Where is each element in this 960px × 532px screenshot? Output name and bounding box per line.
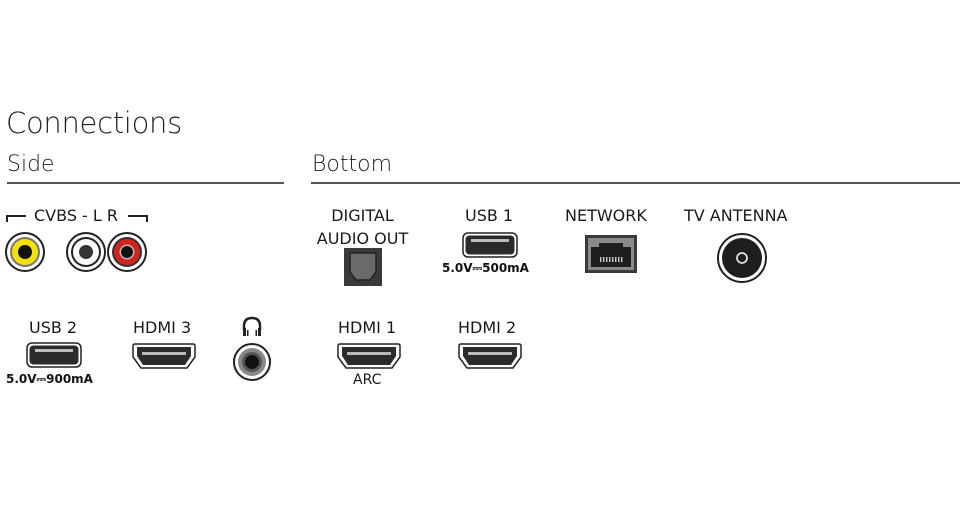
section-heading-side: Side [7, 152, 55, 177]
hdmi3-label: HDMI 3 [133, 318, 192, 337]
cvbs-label-group: CVBS - L R [6, 206, 148, 226]
usb1-label: USB 1 [465, 206, 514, 225]
tv-antenna-label: TV ANTENNA [684, 206, 788, 225]
bottom-divider [311, 182, 960, 184]
headphones-icon [241, 316, 263, 338]
digital-audio-out-port [344, 248, 382, 286]
hdmi2-label: HDMI 2 [458, 318, 517, 337]
usb2-port [26, 342, 82, 368]
audio-jack-icon [233, 343, 271, 381]
ethernet-port-icon [585, 235, 637, 273]
hdmi-port-icon [337, 343, 401, 369]
usb1-spec: 5.0V⎓500mA [442, 261, 529, 275]
hdmi-port-icon [132, 343, 196, 369]
hdmi1-arc-label: ARC [353, 372, 382, 388]
cvbs-video-jack-yellow [5, 232, 45, 272]
hdmi2-port [458, 342, 522, 370]
usb-port-icon [462, 232, 518, 258]
bracket-left [6, 215, 26, 217]
usb-port-icon [26, 342, 82, 368]
network-port [585, 235, 637, 273]
tv-antenna-port [717, 233, 767, 283]
network-label: NETWORK [565, 206, 647, 225]
bracket-left-tick [6, 215, 8, 222]
hdmi3-port [132, 342, 196, 370]
hdmi1-label: HDMI 1 [338, 318, 397, 337]
hdmi-port-icon [458, 343, 522, 369]
page-title: Connections [6, 106, 182, 140]
coax-port-icon [717, 233, 767, 283]
bracket-right-tick [146, 215, 148, 222]
bracket-right [128, 215, 148, 217]
cvbs-audio-left-jack-white [66, 232, 106, 272]
side-divider [7, 182, 284, 184]
rca-yellow-icon [5, 232, 45, 272]
cvbs-label: CVBS - L R [34, 206, 119, 225]
usb1-port [462, 232, 518, 258]
hdmi1-port [337, 342, 401, 370]
usb2-spec: 5.0V⎓900mA [6, 372, 93, 386]
digital-audio-out-label-line2: AUDIO OUT [316, 229, 409, 248]
optical-port-icon [344, 248, 382, 286]
usb2-label: USB 2 [29, 318, 78, 337]
cvbs-audio-right-jack-red [107, 232, 147, 272]
rca-white-icon [66, 232, 106, 272]
headphone-jack [233, 343, 271, 381]
section-heading-bottom: Bottom [312, 152, 393, 177]
digital-audio-out-label-line1: DIGITAL [331, 206, 394, 225]
rca-red-icon [107, 232, 147, 272]
